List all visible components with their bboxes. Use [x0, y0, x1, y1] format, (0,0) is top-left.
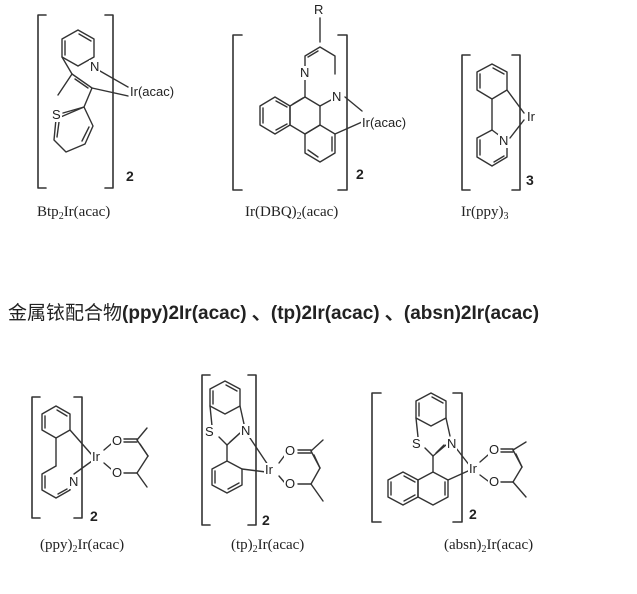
name-subscript: 2 [296, 211, 302, 222]
iridium-label: Ir [264, 462, 274, 477]
multiplicity-label: 2 [356, 166, 364, 182]
name-prefix: Ir(DBQ) [245, 204, 297, 220]
nitrogen-atom-label: N [498, 133, 510, 148]
compound-name-irdbq2-acac: Ir(DBQ)2(acac) [245, 204, 338, 222]
sulfur-atom-label: S [51, 107, 62, 122]
iridium-label: Ir [526, 109, 536, 124]
nitrogen-atom-label: N [446, 436, 458, 451]
r-substituent-label: R [313, 2, 325, 17]
sulfur-atom-label: S [411, 436, 422, 451]
name-suffix: (acac) [301, 204, 339, 220]
nitrogen-atom-label: N [89, 59, 101, 74]
name-prefix: (absn) [444, 537, 482, 553]
caption-chinese: 金属铱配合物 [8, 302, 123, 324]
oxygen-atom-label: O [111, 465, 124, 480]
name-subscript: 2 [481, 544, 487, 555]
name-prefix: Btp [37, 204, 59, 220]
irdbq2-acac-structure [232, 17, 363, 191]
figure-caption: 金属铱配合物(ppy)2Ir(acac) 、(tp)2Ir(acac) 、(ab… [8, 298, 539, 325]
irppy3-structure [461, 54, 525, 191]
name-suffix: Ir(acac) [486, 537, 534, 553]
oxygen-atom-label: O [488, 442, 501, 457]
oxygen-atom-label: O [111, 433, 124, 448]
name-prefix: (ppy) [40, 537, 73, 553]
multiplicity-label: 2 [469, 506, 477, 522]
compound-name-tp2ir-acac: (tp)2Ir(acac) [231, 537, 304, 555]
oxygen-atom-label: O [284, 443, 297, 458]
multiplicity-label: 2 [126, 168, 134, 184]
name-suffix: Ir(acac) [257, 537, 305, 553]
caption-english: (ppy)2Ir(acac) 、(tp)2Ir(acac) 、(absn)2Ir… [122, 303, 540, 324]
compound-name-ppy2ir-acac: (ppy)2Ir(acac) [40, 537, 124, 555]
multiplicity-label: 2 [90, 508, 98, 524]
oxygen-atom-label: O [284, 476, 297, 491]
name-prefix: Ir(ppy) [461, 204, 504, 220]
nitrogen-atom-label: N [299, 65, 311, 80]
iridium-label: Ir [468, 461, 478, 476]
nitrogen-atom-label: N [331, 89, 343, 104]
oxygen-atom-label: O [488, 474, 501, 489]
tp2ir-acac-structure [201, 374, 324, 526]
iridium-label: Ir(acac) [361, 115, 408, 130]
multiplicity-label: 2 [262, 512, 270, 528]
name-subscript: 2 [58, 211, 64, 222]
sulfur-atom-label: S [204, 424, 215, 439]
btp2ir-acac-structure [37, 14, 129, 189]
name-subscript: 2 [252, 544, 258, 555]
nitrogen-atom-label: N [68, 474, 80, 489]
multiplicity-label: 3 [526, 172, 534, 188]
iridium-label: Ir [91, 449, 101, 464]
absn2ir-acac-structure [371, 392, 527, 523]
nitrogen-atom-label: N [240, 423, 252, 438]
name-prefix: (tp) [231, 537, 253, 553]
name-subscript: 2 [72, 544, 78, 555]
ppy2ir-acac-structure [31, 396, 149, 519]
name-subscript: 3 [503, 211, 509, 222]
iridium-label: Ir(acac) [129, 84, 176, 99]
compound-name-btp2ir-acac: Btp2Ir(acac) [37, 204, 110, 222]
name-suffix: Ir(acac) [63, 204, 111, 220]
name-suffix: Ir(acac) [77, 537, 125, 553]
compound-name-irppy3: Ir(ppy)3 [461, 204, 508, 222]
compound-name-absn2ir-acac: (absn)2Ir(acac) [444, 537, 533, 555]
